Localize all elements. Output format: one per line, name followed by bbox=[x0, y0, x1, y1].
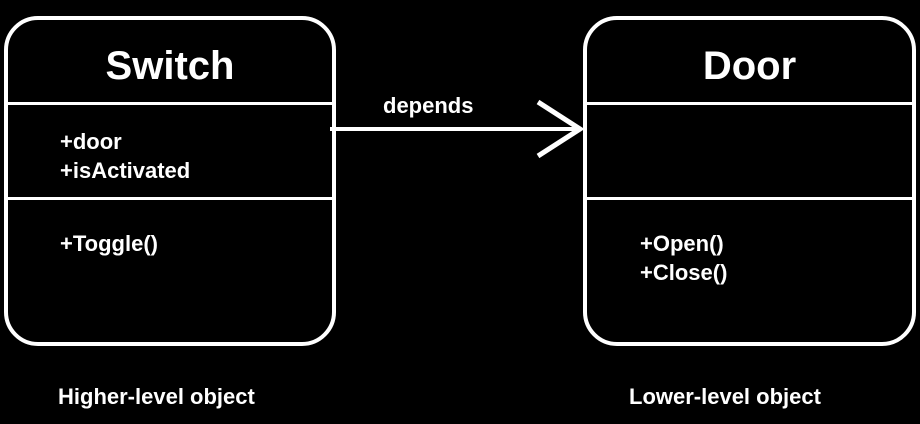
door-class-box: Door +Open() +Close() bbox=[583, 16, 916, 346]
switch-attribute: +isActivated bbox=[60, 158, 191, 183]
switch-methods: +Toggle() bbox=[60, 229, 158, 258]
switch-attributes-divider bbox=[8, 197, 332, 200]
dependency-label: depends bbox=[383, 93, 474, 118]
door-name-divider bbox=[587, 102, 912, 105]
lower-level-caption: Lower-level object bbox=[629, 384, 821, 409]
dependency-arrow bbox=[330, 99, 585, 159]
door-class-name: Door bbox=[702, 44, 797, 88]
door-method: +Open() bbox=[640, 231, 724, 256]
switch-name-divider bbox=[8, 102, 332, 105]
arrow-head-icon bbox=[536, 99, 585, 159]
switch-attributes: +door +isActivated bbox=[60, 127, 190, 185]
higher-level-caption: Higher-level object bbox=[58, 384, 255, 409]
door-attributes-divider bbox=[587, 197, 912, 200]
door-method: +Close() bbox=[640, 260, 728, 285]
switch-class-box: Switch +door +isActivated +Toggle() bbox=[4, 16, 336, 346]
door-methods: +Open() +Close() bbox=[640, 229, 727, 287]
switch-method: +Toggle() bbox=[60, 231, 158, 256]
switch-attribute: +door bbox=[60, 129, 122, 154]
switch-class-name: Switch bbox=[105, 44, 235, 88]
